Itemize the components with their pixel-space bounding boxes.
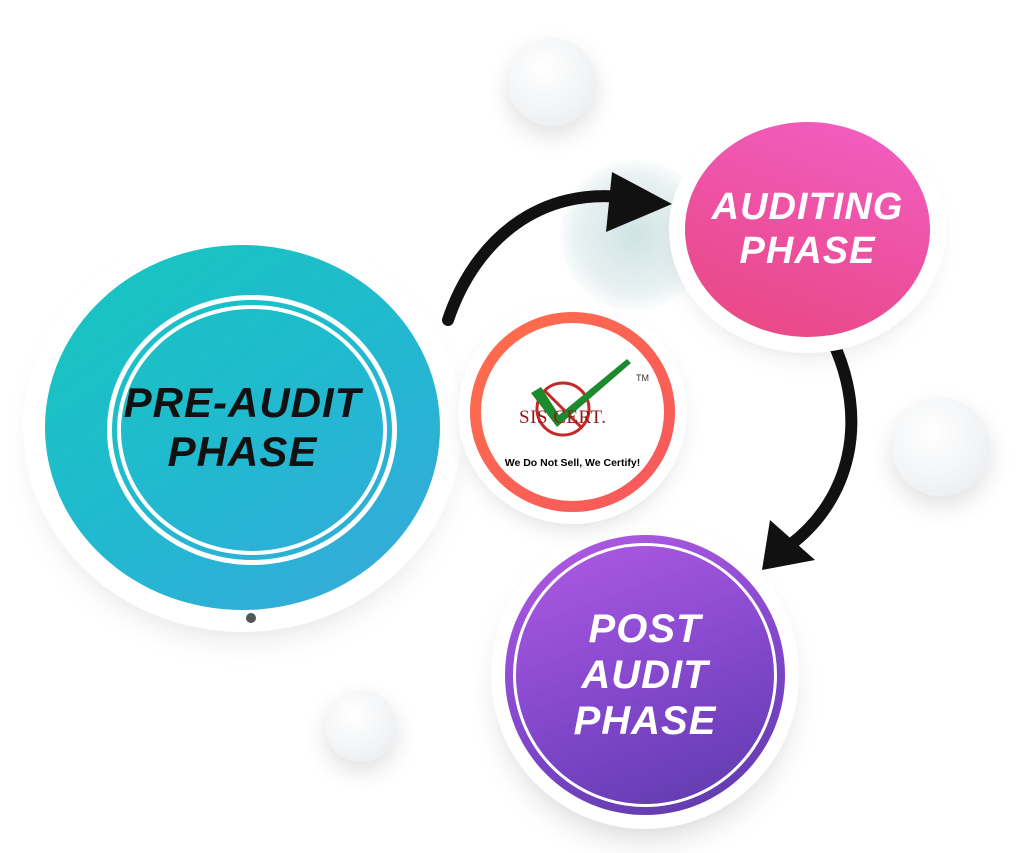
arrowhead-post <box>762 520 815 570</box>
decor-bubble-top <box>508 38 596 126</box>
logo-tagline: We Do Not Sell, We Certify! <box>504 457 641 469</box>
logo-badge: TM SIS CERT. We Do Not Sell, We Certify! <box>481 323 664 501</box>
check-mark-icon <box>531 359 631 427</box>
post-audit-inner-ring <box>513 543 777 807</box>
post-audit-phase-label: POST AUDIT PHASE <box>573 607 717 743</box>
pre-audit-outer-ring <box>107 295 397 565</box>
pre-audit-phase-circle: PRE-AUDIT PHASE <box>45 245 440 610</box>
auditing-phase-circle: AUDITING PHASE <box>685 122 930 337</box>
auditing-phase-label: AUDITING PHASE <box>711 185 904 272</box>
logo-trademark: TM <box>636 373 649 383</box>
logo-mark <box>531 359 631 437</box>
logo-brand-name: SIS CERT. <box>519 407 607 428</box>
prohibition-slash <box>543 389 583 429</box>
decor-dot <box>246 613 256 623</box>
pre-audit-inner-ring <box>117 305 387 555</box>
arrow-auditing-to-post <box>784 334 858 551</box>
arrow-pre-to-auditing <box>442 190 636 326</box>
decor-bubble-right <box>892 398 990 496</box>
arrowhead-auditing <box>606 172 672 232</box>
decor-bubble-bottom-left <box>325 690 397 762</box>
prohibition-circle-icon <box>535 381 591 437</box>
pre-audit-phase-label: PRE-AUDIT PHASE <box>123 379 362 475</box>
post-audit-phase-circle: POST AUDIT PHASE <box>505 535 785 815</box>
center-logo-circle: TM SIS CERT. We Do Not Sell, We Certify! <box>470 312 675 512</box>
